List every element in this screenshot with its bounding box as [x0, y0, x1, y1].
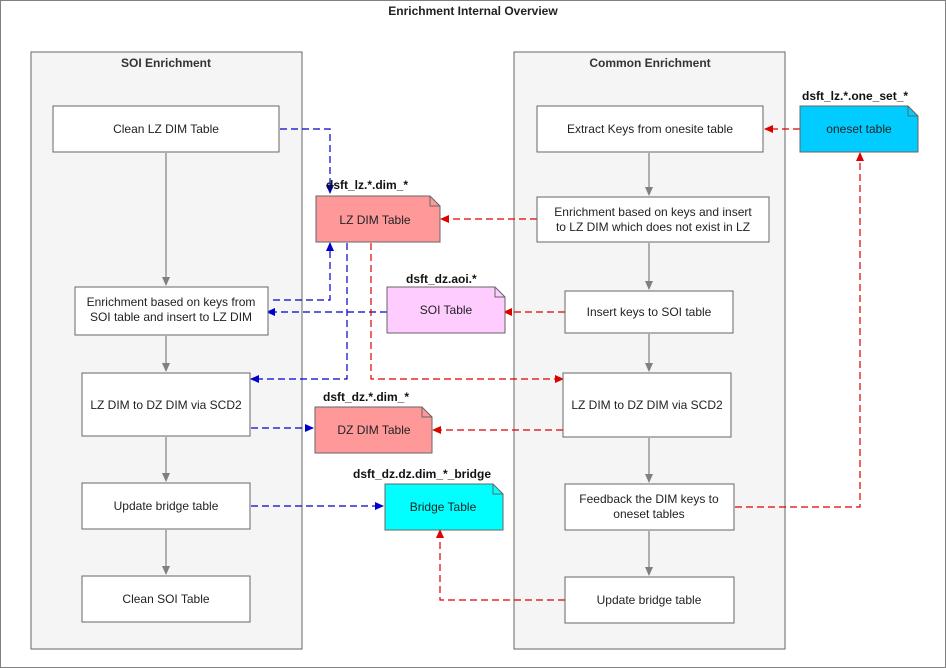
- process-soi-scd2[interactable]: LZ DIM to DZ DIM via SCD2: [81, 372, 251, 437]
- process-common-scd2[interactable]: LZ DIM to DZ DIM via SCD2: [562, 372, 732, 438]
- table-pattern: dsft_dz.dz.dim_*_bridge: [353, 467, 491, 481]
- process-label: LZ DIM to DZ DIM via SCD2: [571, 398, 723, 412]
- process-label-line: Clean LZ DIM Table: [113, 122, 219, 136]
- process-label-line: SOI table and insert to LZ DIM: [90, 310, 252, 324]
- process-label: LZ DIM to DZ DIM via SCD2: [90, 398, 242, 412]
- process-label-line: Extract Keys from onesite table: [567, 122, 733, 136]
- process-label-line: Enrichment based on keys from: [87, 295, 256, 309]
- process-common-update-bridge[interactable]: Update bridge table: [564, 576, 735, 624]
- process-label-line: Feedback the DIM keys to: [579, 492, 719, 506]
- group-soi-label: SOI Enrichment: [121, 56, 211, 70]
- process-label: Clean LZ DIM Table: [113, 122, 219, 136]
- note-fold: [429, 196, 440, 207]
- process-label: Update bridge table: [114, 499, 219, 513]
- note-fold: [492, 484, 503, 495]
- table-note-bridge[interactable]: dsft_dz.dz.dim_*_bridge Bridge Table: [353, 467, 504, 531]
- table-pattern: dsft_lz.*.dim_*: [326, 178, 408, 192]
- table-label: SOI Table: [420, 303, 473, 317]
- process-extract-keys[interactable]: Extract Keys from onesite table: [536, 105, 764, 153]
- process-insert-soi-keys[interactable]: Insert keys to SOI table: [564, 290, 734, 334]
- table-note-soi[interactable]: dsft_dz.aoi.* SOI Table: [386, 272, 506, 334]
- process-soi-update-bridge[interactable]: Update bridge table: [81, 482, 251, 530]
- note-fold: [421, 407, 432, 418]
- blue-data-flows: [250, 128, 387, 510]
- process-label-line: to LZ DIM which does not exist in LZ: [556, 220, 750, 234]
- table-pattern: dsft_lz.*.one_set_*: [802, 89, 908, 103]
- group-common-label: Common Enrichment: [589, 56, 710, 70]
- process-label-line: Enrichment based on keys and insert: [554, 205, 752, 219]
- diagram-title: Enrichment Internal Overview: [388, 4, 558, 18]
- process-label: Update bridge table: [597, 593, 702, 607]
- table-label: DZ DIM Table: [337, 423, 410, 437]
- note-fold: [907, 106, 918, 117]
- table-label: Bridge Table: [410, 500, 477, 514]
- table-pattern: dsft_dz.*.dim_*: [323, 390, 409, 404]
- process-label-line: LZ DIM to DZ DIM via SCD2: [90, 398, 242, 412]
- process-label-line: Insert keys to SOI table: [587, 305, 712, 319]
- process-clean-lz-dim[interactable]: Clean LZ DIM Table: [52, 105, 280, 153]
- table-note-oneset[interactable]: dsft_lz.*.one_set_* oneset table: [799, 89, 919, 153]
- note-fold: [494, 287, 505, 298]
- process-label: Clean SOI Table: [122, 592, 209, 606]
- process-label-line: Update bridge table: [597, 593, 702, 607]
- note-shape: [799, 105, 919, 153]
- process-label: Extract Keys from onesite table: [567, 122, 733, 136]
- table-note-lz-dim[interactable]: dsft_lz.*.dim_* LZ DIM Table: [315, 178, 441, 243]
- process-label-line: LZ DIM to DZ DIM via SCD2: [571, 398, 723, 412]
- process-label-line: Clean SOI Table: [122, 592, 209, 606]
- note-shape: [315, 195, 441, 243]
- note-shape: [314, 406, 433, 454]
- table-pattern: dsft_dz.aoi.*: [406, 272, 477, 286]
- process-label: Insert keys to SOI table: [587, 305, 712, 319]
- note-shape: [386, 286, 506, 334]
- table-label: oneset table: [826, 122, 892, 136]
- process-label-line: Update bridge table: [114, 499, 219, 513]
- table-note-dz-dim[interactable]: dsft_dz.*.dim_* DZ DIM Table: [314, 390, 433, 454]
- process-clean-soi[interactable]: Clean SOI Table: [81, 575, 251, 623]
- process-label-line: oneset tables: [613, 507, 684, 521]
- red-data-flows: [370, 125, 864, 601]
- note-shape: [384, 483, 504, 531]
- table-label: LZ DIM Table: [339, 213, 410, 227]
